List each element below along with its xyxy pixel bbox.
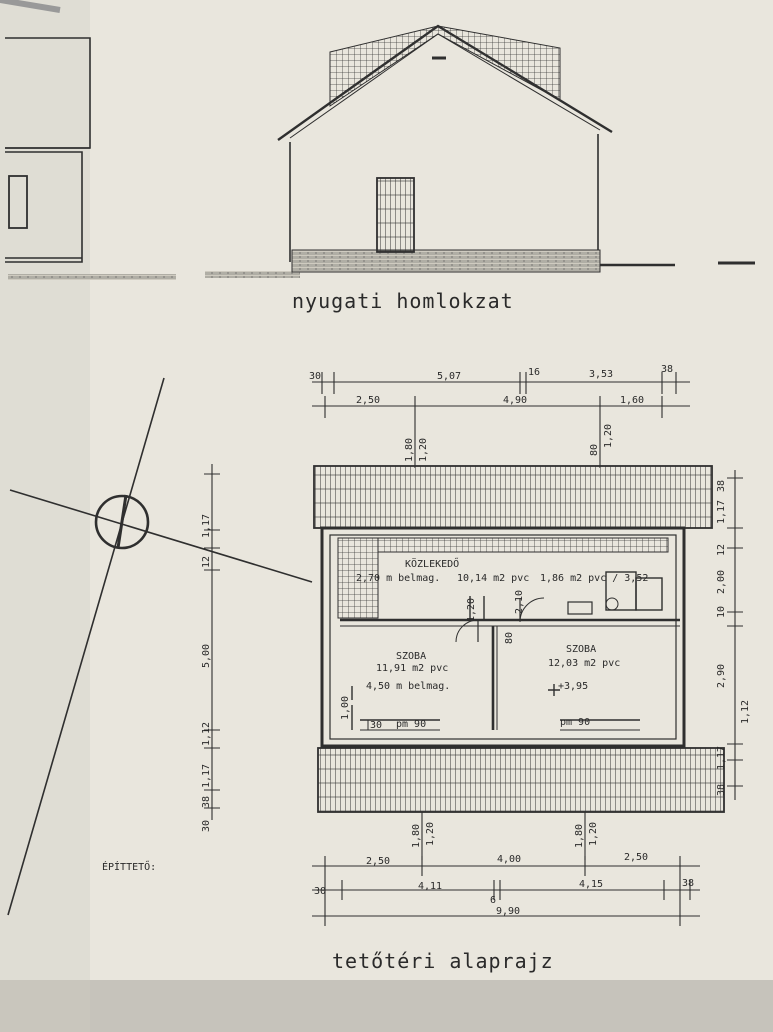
dimension-lines: [204, 372, 743, 926]
dim-vtop-2: 1,20: [418, 438, 429, 462]
dim-vbot-1: 1,80: [411, 824, 422, 848]
dim-top-3: 16: [528, 367, 540, 378]
dim-right-4: 2,00: [716, 570, 727, 594]
dim-left-4: 1,17: [201, 764, 212, 788]
room-name-corridor: KÖZLEKEDŐ: [405, 556, 459, 570]
dim-right-1: 38: [716, 480, 727, 492]
attic-floor-plan: [313, 465, 725, 813]
dim-bot-4: 30: [314, 886, 326, 897]
dim-left-2: 1,17: [201, 514, 212, 538]
room-area-corridor: 10,14 m2 pvc: [457, 573, 529, 584]
dim-right-7: 1,12: [740, 700, 751, 724]
dim-left-3: 12: [201, 556, 212, 568]
inner-dim-4: 1,00: [340, 696, 351, 720]
dim-right-3: 12: [716, 544, 727, 556]
room-area-left: 11,91 m2 pvc: [376, 663, 448, 674]
west-elevation: [0, 0, 755, 280]
dim-vbot-2: 1,20: [425, 822, 436, 846]
dim-top-5: 38: [661, 364, 673, 375]
north-arrow: [7, 377, 313, 916]
room-height-left: 4,50 m belmag.: [366, 681, 450, 692]
dim-top-2: 5,07: [437, 371, 461, 382]
dim-vtop-1: 1,80: [404, 438, 415, 462]
dim-right-9: 38: [716, 784, 727, 796]
dim-vbot-3: 1,80: [574, 824, 585, 848]
builder-label: ÉPÍTTETŐ:: [102, 859, 156, 873]
dim-top-7: 4,90: [503, 395, 527, 406]
window-label-right: pm 90: [560, 717, 590, 728]
dim-left-5: 1,12: [201, 722, 212, 746]
dim-vbot-4: 1,20: [588, 822, 599, 846]
inner-dim-3: 2,10: [514, 590, 525, 614]
dim-bot-5: 4,11: [418, 881, 442, 892]
room-level-right: +3,95: [558, 681, 588, 692]
dim-right-2: 1,17: [716, 500, 727, 524]
inner-dim-2: 80: [504, 632, 515, 644]
dim-bot-total: 9,90: [496, 906, 520, 917]
dim-bot-8: 38: [682, 878, 694, 889]
window-label-left: pm 90: [396, 719, 426, 730]
dim-bot-7: 4,15: [579, 879, 603, 890]
plan-title: tetőtéri alaprajz: [332, 949, 554, 973]
dim-vtop-3: 80: [589, 444, 600, 456]
dim-bot-6: 6: [490, 895, 496, 906]
dim-top-1: 30: [309, 371, 321, 382]
dim-bot-2: 4,00: [497, 854, 521, 865]
dim-right-5: 10: [716, 606, 727, 618]
dim-left-7: 38: [201, 796, 212, 808]
dim-left-6: 30: [201, 820, 212, 832]
inner-dim-1: 1,20: [466, 598, 477, 622]
dim-top-6: 2,50: [356, 395, 380, 406]
dim-left-1: 5,00: [201, 644, 212, 668]
dim-bot-1: 2,50: [366, 856, 390, 867]
dim-bot-3: 2,50: [624, 852, 648, 863]
dim-right-6: 2,90: [716, 664, 727, 688]
corridor-extra-note: 1,86 m2 pvc / 3,52: [540, 573, 648, 584]
corridor-height-note: 2,70 m belmag.: [356, 573, 440, 584]
room-name-right: SZOBA: [566, 644, 596, 655]
room-name-left: SZOBA: [396, 651, 426, 662]
dim-right-8: 1,17: [716, 746, 727, 770]
elevation-title: nyugati homlokzat: [292, 289, 514, 313]
dim-top-8: 1,60: [620, 395, 644, 406]
dim-vtop-4: 1,20: [603, 424, 614, 448]
room-area-right: 12,03 m2 pvc: [548, 658, 620, 669]
dim-top-4: 3,53: [589, 369, 613, 380]
inner-dim-5: 30: [370, 720, 382, 731]
